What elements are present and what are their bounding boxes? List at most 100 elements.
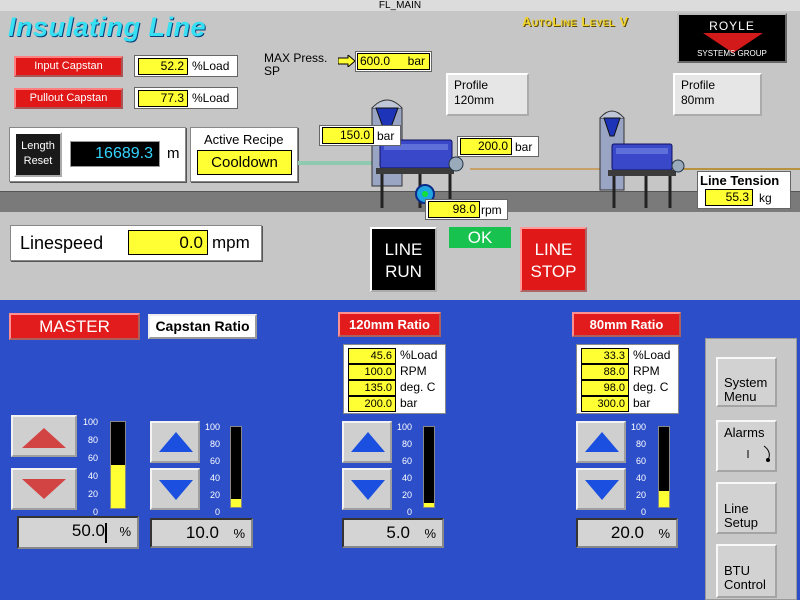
scale-label: 100 bbox=[396, 422, 412, 432]
logo-text-bottom: SYSTEMS GROUP bbox=[697, 49, 767, 58]
ratio-80-load-value: 33.3 bbox=[581, 348, 629, 364]
arrow-up-icon bbox=[22, 428, 66, 448]
ratio-80-press-value: 300.0 bbox=[581, 396, 629, 412]
scale-label: 0 bbox=[640, 507, 646, 517]
max-press-value: 600.0 bbox=[360, 54, 391, 68]
capstan-ratio-decrease-button[interactable] bbox=[150, 468, 200, 510]
ratio-120-press-value: 200.0 bbox=[348, 396, 396, 412]
ratio-80-setpoint-value: 20.0 bbox=[610, 523, 644, 542]
scale-label: 0 bbox=[92, 507, 98, 517]
ratio-80-setpoint-unit: % bbox=[658, 526, 670, 541]
max-press-label: MAX Press. SP bbox=[264, 52, 327, 78]
system-menu-button[interactable]: System Menu bbox=[716, 357, 777, 407]
master-decrease-button[interactable] bbox=[11, 468, 77, 510]
profile-80-line1: Profile bbox=[681, 78, 716, 92]
master-increase-button[interactable] bbox=[11, 415, 77, 457]
line-stop-button[interactable]: LINE STOP bbox=[520, 227, 587, 292]
capstan-ratio-increase-button[interactable] bbox=[150, 421, 200, 463]
capstan-ratio-header[interactable]: Capstan Ratio bbox=[148, 314, 257, 339]
line-run-line2: RUN bbox=[385, 262, 422, 281]
profile-120-button[interactable]: Profile 120mm bbox=[446, 73, 529, 116]
scale-label: 20 bbox=[209, 490, 220, 500]
alarms-button[interactable]: Alarms bbox=[716, 420, 777, 472]
btu-control-button[interactable]: BTU Control bbox=[716, 544, 777, 598]
arrow-down-icon bbox=[159, 480, 193, 500]
scale-label: 20 bbox=[87, 489, 98, 499]
ratio-80-rpm-value: 88.0 bbox=[581, 364, 629, 380]
scale-label: 20 bbox=[401, 490, 412, 500]
ratio-80-temp-value: 98.0 bbox=[581, 380, 629, 396]
line-tension-value: 55.3 bbox=[705, 189, 753, 206]
arrow-down-icon bbox=[585, 480, 619, 500]
level-fill bbox=[231, 499, 241, 507]
ratio-80-increase-button[interactable] bbox=[576, 421, 626, 463]
ratio-80-rpm-unit: RPM bbox=[633, 364, 660, 378]
text-cursor bbox=[105, 523, 107, 543]
master-header[interactable]: MASTER bbox=[9, 313, 140, 340]
floor-band bbox=[0, 191, 800, 212]
scale-label: 80 bbox=[209, 439, 220, 449]
length-unit: m bbox=[167, 145, 180, 162]
pullout-capstan-button[interactable]: Pullout Capstan bbox=[14, 88, 123, 109]
scale-label: 60 bbox=[401, 456, 412, 466]
alarm-bell-icon bbox=[747, 445, 770, 462]
ratio-80-setpoint-field[interactable]: 20.0 % bbox=[576, 518, 678, 548]
press-80-unit: bar bbox=[515, 140, 533, 154]
ratio-80-decrease-button[interactable] bbox=[576, 468, 626, 510]
press-80-value: 200.0 bbox=[460, 138, 512, 155]
status-ok-badge: OK bbox=[449, 227, 511, 248]
ratio-120-header[interactable]: 120mm Ratio bbox=[338, 312, 441, 337]
input-capstan-button[interactable]: Input Capstan bbox=[14, 56, 123, 77]
line-stop-line1: LINE bbox=[534, 240, 573, 259]
ratio-120-load-unit: %Load bbox=[400, 348, 438, 362]
ratio-80-load-unit: %Load bbox=[633, 348, 671, 362]
input-capstan-value: 52.2 bbox=[138, 58, 188, 75]
ratio-120-rpm-unit: RPM bbox=[400, 364, 427, 378]
system-menu-line2: Menu bbox=[724, 389, 757, 404]
ratio-120-decrease-button[interactable] bbox=[342, 468, 392, 510]
scale-label: 40 bbox=[401, 473, 412, 483]
scale-label: 40 bbox=[209, 473, 220, 483]
master-setpoint-field[interactable]: 50.0 % bbox=[17, 516, 139, 549]
line-run-button[interactable]: LINE RUN bbox=[370, 227, 437, 292]
master-setpoint-value: 50.0 bbox=[71, 521, 105, 540]
profile-80-button[interactable]: Profile 80mm bbox=[673, 73, 762, 116]
app-title: Insulating Line bbox=[8, 12, 207, 42]
profile-120-line1: Profile bbox=[454, 78, 489, 92]
recipe-value: Cooldown bbox=[197, 150, 292, 175]
master-setpoint-unit: % bbox=[119, 524, 131, 539]
input-capstan-unit: %Load bbox=[192, 59, 230, 73]
logo-text-top: ROYLE bbox=[709, 19, 755, 33]
window-title: FL_MAIN bbox=[378, 0, 422, 11]
rpm-value: 98.0 bbox=[428, 201, 480, 218]
capstan-ratio-setpoint-field[interactable]: 10.0 % bbox=[150, 518, 253, 548]
ratio-80-header[interactable]: 80mm Ratio bbox=[572, 312, 681, 337]
ratio-80-temp-unit: deg. C bbox=[633, 380, 669, 394]
pullout-capstan-value: 77.3 bbox=[138, 90, 188, 107]
ratio-120-increase-button[interactable] bbox=[342, 421, 392, 463]
ratio-120-temp-value: 135.0 bbox=[348, 380, 396, 396]
line-tension-label: Line Tension bbox=[700, 173, 780, 188]
level-fill bbox=[659, 491, 669, 507]
length-reset-button[interactable]: Length Reset bbox=[14, 132, 62, 177]
linespeed-label: Linespeed bbox=[20, 233, 104, 253]
line-setup-line1: Line bbox=[724, 501, 749, 516]
extruder-80-icon bbox=[599, 110, 685, 208]
scale-label: 80 bbox=[87, 435, 98, 445]
ratio-80-panel: 33.3 %Load 88.0 RPM 98.0 deg. C 300.0 bar bbox=[576, 344, 679, 414]
pullout-capstan-unit: %Load bbox=[192, 91, 230, 105]
ratio-120-setpoint-field[interactable]: 5.0 % bbox=[342, 518, 444, 548]
level-label: AutoLine Level V bbox=[522, 14, 629, 29]
scale-label: 40 bbox=[87, 471, 98, 481]
arrow-right-icon bbox=[338, 55, 356, 67]
capstan-ratio-setpoint-value: 10.0 bbox=[185, 523, 219, 542]
line-setup-button[interactable]: Line Setup bbox=[716, 482, 777, 534]
ratio-80-press-unit: bar bbox=[633, 396, 651, 410]
scale-label: 20 bbox=[635, 490, 646, 500]
ratio-120-setpoint-unit: % bbox=[424, 526, 436, 541]
